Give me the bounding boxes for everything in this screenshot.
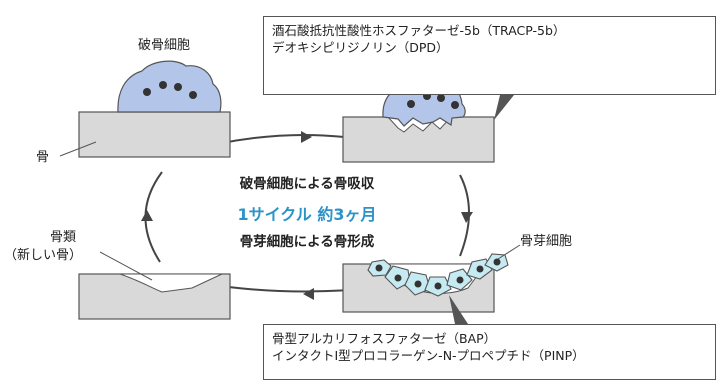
bone-block-1 [78, 111, 231, 158]
label-osteoclast: 破骨細胞 [138, 38, 191, 53]
marker-tracp5b: 酒石酸抵抗性酸性ホスファターゼ-5b（TRACP-5b） [272, 23, 566, 38]
label-bone: 骨 [36, 150, 50, 165]
callout-pointer-top [494, 95, 514, 120]
resorption-markers-box: 酒石酸抵抗性酸性ホスファターゼ-5b（TRACP-5b） デオキシピリジノリン（… [263, 16, 716, 95]
osteoclast-nuclei-2 [407, 92, 459, 109]
osteoid-new-bone [119, 273, 223, 293]
resorption-label: 破骨細胞による骨吸収 [239, 176, 375, 192]
formation-label: 骨芽細胞による骨形成 [239, 234, 375, 250]
arrowhead-top [301, 131, 312, 143]
label-osteoid-new-bone: （新しい骨） [4, 248, 83, 263]
osteoclast-nuclei-1 [143, 81, 197, 99]
osteoblast-cells [367, 253, 509, 297]
arrowhead-left [141, 210, 153, 221]
bone-pointer-line [59, 141, 97, 157]
arrowhead-right [461, 212, 473, 223]
marker-pinp: インタクトI型プロコラーゲン-N-プロペプチド（PINP） [272, 347, 585, 363]
formation-markers-box: 骨型アルカリフォスファターゼ（BAP） インタクトI型プロコラーゲン-N-プロペ… [263, 324, 716, 380]
marker-bap: 骨型アルカリフォスファターゼ（BAP） [272, 331, 497, 346]
osteoid-pointer-line [99, 251, 153, 281]
marker-dpd: デオキシピリジノリン（DPD） [272, 39, 449, 55]
cycle-duration: 1サイクル 約3ヶ月 [237, 205, 377, 224]
callout-pointer-bottom [449, 295, 468, 324]
arrowhead-bottom [303, 288, 314, 300]
osteoclast-cell-1 [117, 60, 222, 113]
osteoblast-pointer-line [497, 244, 521, 260]
label-osteoblast: 骨芽細胞 [520, 234, 573, 249]
label-osteoid: 骨類 [50, 230, 77, 245]
